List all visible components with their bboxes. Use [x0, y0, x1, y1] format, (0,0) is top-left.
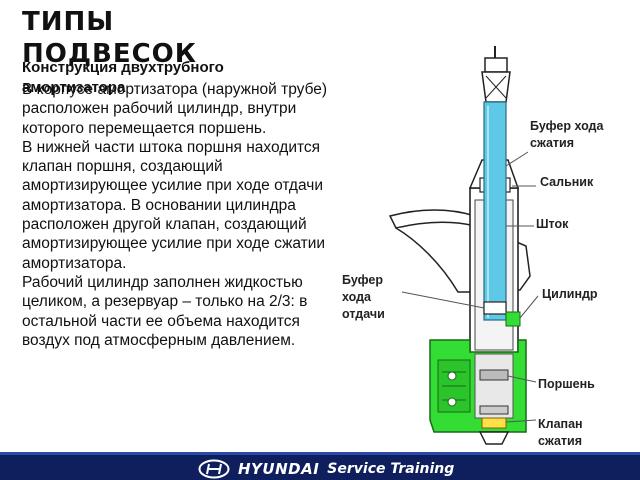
hyundai-logo: HYUNDAI Service Training: [198, 458, 454, 480]
paragraph-housing: В корпусе амортизатора (наружной трубе) …: [22, 81, 328, 137]
rebound-bumper: [483, 301, 507, 315]
piston-rod: [483, 101, 507, 321]
footer-bar: HYUNDAI Service Training: [0, 452, 640, 480]
cylinder-marker: [505, 311, 521, 327]
leader-lines: [401, 151, 539, 423]
label-compression-bumper: Буфер хода сжатия: [530, 119, 604, 150]
paragraph-valves: В нижней части штока поршня находится кл…: [22, 138, 326, 272]
footer-suffix: Service Training: [327, 461, 455, 477]
footer-brand: HYUNDAI: [238, 460, 320, 478]
lower-housing: [429, 339, 527, 433]
hyundai-emblem-icon: [198, 459, 230, 479]
shock-absorber-diagram: Буфер хода сжатия Сальник Шток Буфер ход…: [330, 40, 640, 452]
label-compression-valve: Клапан сжатия: [538, 417, 583, 448]
slide-title: ТИПЫ ПОДВЕСОК: [22, 7, 198, 69]
label-oil-seal: Сальник: [540, 175, 594, 189]
label-cylinder: Цилиндр: [542, 287, 598, 301]
label-piston: Поршень: [538, 377, 595, 391]
description-text: В корпусе амортизатора (наружной трубе) …: [22, 80, 347, 350]
strut-illustration: [388, 46, 539, 445]
slide-subtitle: Конструкция двухтрубного амортизатора: [22, 59, 224, 96]
paragraph-fluid: Рабочий цилиндр заполнен жидкостью целик…: [22, 273, 308, 349]
label-rebound-bumper: Буфер хода отдачи: [342, 273, 385, 321]
bottom-mount: [478, 431, 510, 445]
label-rod: Шток: [536, 217, 569, 231]
top-mount-icon: [481, 46, 511, 103]
